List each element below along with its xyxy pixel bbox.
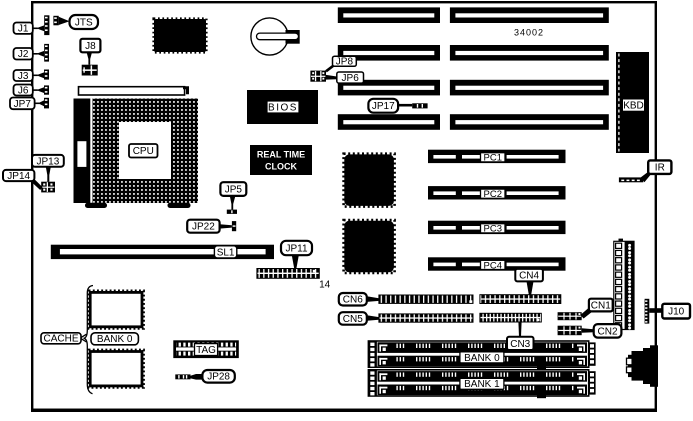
svg-text:CN4: CN4 (519, 271, 539, 282)
svg-text:CN5: CN5 (343, 314, 363, 325)
svg-text:CPU: CPU (133, 146, 154, 157)
svg-text:CN3: CN3 (510, 339, 530, 350)
svg-text:SL1: SL1 (217, 247, 235, 258)
svg-text:KBD: KBD (623, 101, 644, 112)
svg-text:JP5: JP5 (225, 184, 243, 195)
svg-text:BIOS: BIOS (268, 102, 298, 113)
svg-text:JP11: JP11 (285, 243, 307, 254)
svg-text:PC2: PC2 (484, 189, 502, 200)
svg-text:PC3: PC3 (484, 224, 502, 235)
svg-text:J2: J2 (18, 49, 29, 60)
svg-text:34002: 34002 (514, 27, 544, 37)
svg-text:J10: J10 (668, 307, 685, 318)
svg-text:JP14: JP14 (7, 171, 30, 182)
svg-text:CACHE: CACHE (43, 334, 78, 345)
svg-text:JP8: JP8 (336, 57, 354, 68)
svg-text:14: 14 (319, 279, 331, 290)
svg-text:BANK 1: BANK 1 (464, 379, 500, 390)
svg-text:JP17: JP17 (372, 101, 395, 112)
svg-text:PC1: PC1 (484, 153, 502, 164)
svg-text:REAL TIME: REAL TIME (257, 150, 305, 160)
svg-text:BANK 0: BANK 0 (464, 353, 500, 364)
svg-text:CN1: CN1 (591, 300, 611, 311)
svg-text:CN6: CN6 (343, 295, 363, 306)
svg-text:J1: J1 (18, 24, 29, 35)
svg-text:JP6: JP6 (342, 73, 360, 84)
svg-text:J3: J3 (18, 71, 29, 82)
svg-text:CN2: CN2 (598, 326, 618, 337)
svg-text:JP22: JP22 (192, 222, 215, 233)
svg-text:JP13: JP13 (37, 156, 60, 167)
svg-text:CLOCK: CLOCK (265, 162, 297, 172)
svg-text:IR: IR (655, 163, 665, 174)
svg-text:JP28: JP28 (207, 372, 230, 383)
svg-text:PC4: PC4 (484, 260, 502, 271)
svg-text:J8: J8 (85, 41, 96, 52)
svg-text:TAG: TAG (196, 345, 216, 356)
svg-text:BANK 0: BANK 0 (97, 334, 133, 345)
svg-text:JP7: JP7 (14, 99, 32, 110)
svg-text:JTS: JTS (75, 17, 93, 28)
svg-text:J6: J6 (18, 85, 29, 96)
